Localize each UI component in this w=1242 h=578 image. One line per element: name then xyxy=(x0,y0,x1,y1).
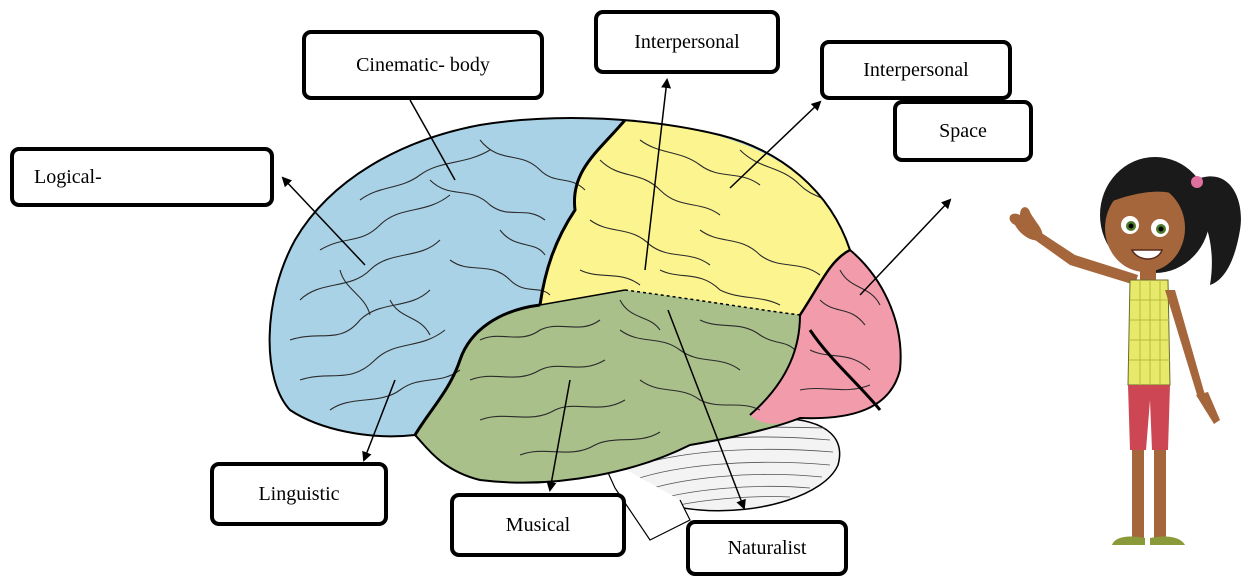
girl-hair-tie xyxy=(1191,176,1203,188)
girl-shoe-right xyxy=(1150,536,1185,545)
girl-arm-lower xyxy=(1165,290,1205,398)
arrow-space xyxy=(860,200,950,295)
label-interpersonal-right: Interpersonal xyxy=(820,40,1012,100)
label-interpersonal-top: Interpersonal xyxy=(594,10,780,74)
label-linguistic-text: Linguistic xyxy=(258,484,339,504)
girl-hand-raised xyxy=(1010,207,1043,240)
label-cinematic-body-text: Cinematic- body xyxy=(356,55,490,75)
girl-leg-right xyxy=(1154,450,1166,538)
label-logical: Logical- xyxy=(10,147,274,207)
girl-pupil-right xyxy=(1159,227,1164,232)
label-space: Space xyxy=(893,100,1033,162)
girl-hand-lower xyxy=(1196,392,1220,424)
label-naturalist: Naturalist xyxy=(686,520,848,576)
girl-pants xyxy=(1128,385,1170,450)
girl-leg-left xyxy=(1132,450,1144,538)
girl-top xyxy=(1128,280,1170,385)
label-naturalist-text: Naturalist xyxy=(728,538,807,558)
label-cinematic-body: Cinematic- body xyxy=(302,30,544,100)
girl-pupil-left xyxy=(1129,224,1134,229)
label-logical-text: Logical- xyxy=(34,167,102,187)
girl-shoe-left xyxy=(1112,536,1145,545)
label-musical: Musical xyxy=(450,493,626,557)
label-space-text: Space xyxy=(939,121,987,141)
girl-character-illustration xyxy=(1010,157,1241,545)
label-interpersonal-top-text: Interpersonal xyxy=(634,32,740,52)
label-linguistic: Linguistic xyxy=(210,462,388,526)
label-interpersonal-right-text: Interpersonal xyxy=(863,60,969,80)
label-musical-text: Musical xyxy=(506,515,570,535)
